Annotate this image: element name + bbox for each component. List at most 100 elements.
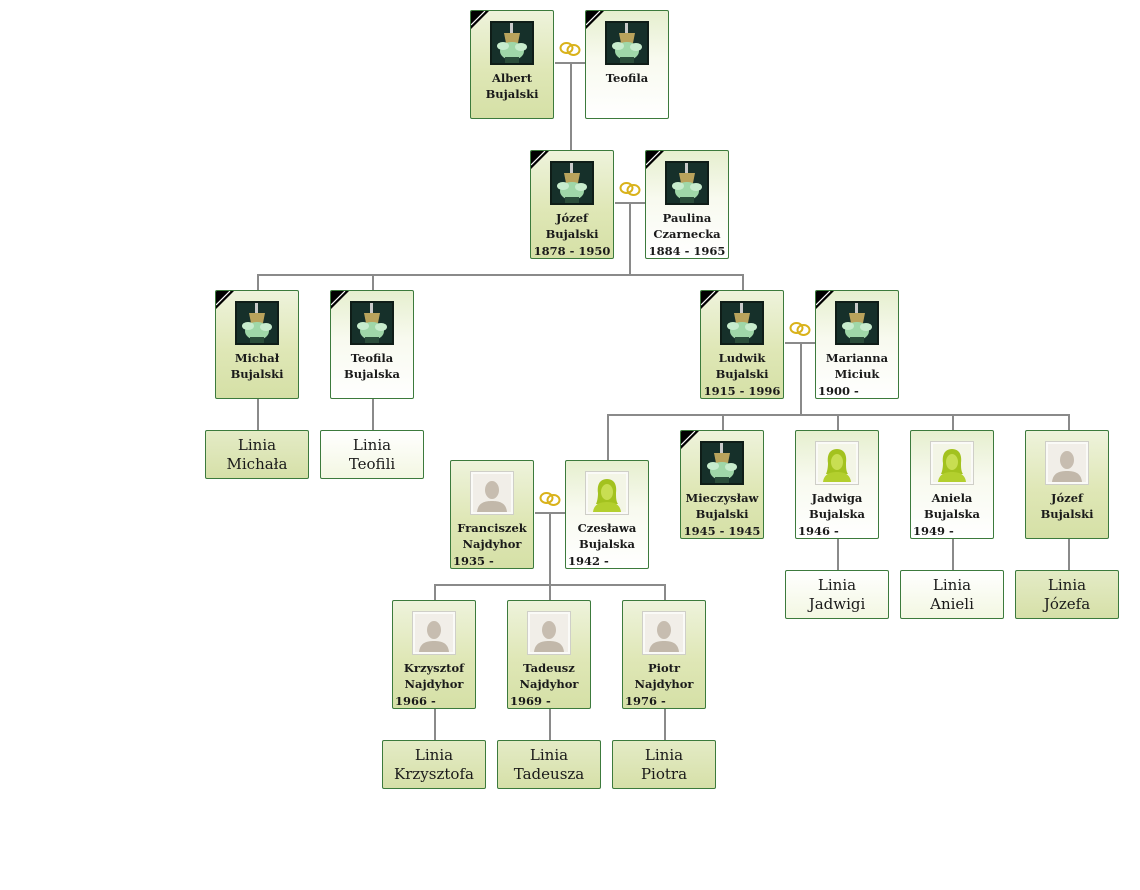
name-part: Piotr (647, 661, 681, 675)
life-dates: 1884 - 1965 (648, 244, 726, 258)
connector-line (629, 202, 631, 274)
name-part: Krzysztof (403, 661, 465, 675)
lineage-label: Tadeusza (513, 765, 585, 783)
life-dates: 1900 - (818, 384, 859, 398)
male-avatar-icon (1045, 441, 1089, 485)
male-avatar-icon (642, 611, 686, 655)
life-dates: 1935 - (453, 554, 494, 568)
connector-line (549, 512, 551, 584)
deceased-photo-icon (235, 301, 279, 345)
lineage-label: Krzysztofa (394, 765, 474, 783)
name-part: Najdyhor (404, 676, 464, 691)
lineage-label: Linia (644, 746, 684, 764)
name-part: Najdyhor (634, 676, 694, 691)
name-part: Czesława (577, 521, 637, 535)
name-part: Najdyhor (519, 676, 579, 691)
connector-line (952, 539, 954, 570)
female-avatar-icon (930, 441, 974, 485)
name-part: Bujalski (485, 86, 539, 101)
marriage-rings-icon[interactable] (558, 41, 582, 57)
lineage-label: Teofili (348, 455, 396, 473)
name-part: Tadeusz (523, 661, 575, 675)
life-dates: 1966 - (395, 694, 436, 708)
name-part: Józef (1051, 491, 1083, 505)
name-part: Bujalska (579, 536, 635, 551)
name-part: Bujalska (924, 506, 980, 521)
marriage-rings-icon[interactable] (538, 491, 562, 507)
name-part: Ludwik (718, 351, 766, 365)
marriage-rings-icon[interactable] (618, 181, 642, 197)
deceased-photo-icon (665, 161, 709, 205)
connector-line (952, 414, 954, 430)
lineage-label: Józefa (1043, 595, 1091, 613)
name-part: Jadwiga (811, 491, 863, 505)
deceased-photo-icon (350, 301, 394, 345)
life-dates: 1878 - 1950 (533, 244, 611, 258)
name-part: Bujalski (1040, 506, 1094, 521)
deceased-photo-icon (490, 21, 534, 65)
name-part: Teofila (605, 71, 649, 85)
life-dates: 1969 - (510, 694, 551, 708)
name-part: Aniela (931, 491, 973, 505)
connector-line (664, 709, 666, 740)
connector-line (570, 62, 572, 150)
lineage-label: Linia (1047, 576, 1087, 594)
name-part: Najdyhor (462, 536, 522, 551)
marriage-rings-icon[interactable] (788, 321, 812, 337)
connector-line (837, 539, 839, 570)
connector-line (434, 709, 436, 740)
name-part: Bujalski (695, 506, 749, 521)
connector-line (549, 709, 551, 740)
male-avatar-icon (412, 611, 456, 655)
connector-line (257, 274, 744, 276)
connector-line (607, 414, 609, 460)
name-part: Bujalska (809, 506, 865, 521)
connector-line (257, 399, 259, 430)
name-part: Marianna (825, 351, 889, 365)
connector-line (434, 584, 436, 600)
name-part: Albert (491, 71, 533, 85)
female-avatar-icon (815, 441, 859, 485)
name-part: Bujalski (230, 366, 284, 381)
person-card-teofila1[interactable]: Teofila (585, 10, 669, 119)
male-avatar-icon (470, 471, 514, 515)
connector-line (837, 414, 839, 430)
name-part: Bujalski (545, 226, 599, 241)
connector-line (1068, 414, 1070, 430)
lineage-label: Linia (414, 746, 454, 764)
